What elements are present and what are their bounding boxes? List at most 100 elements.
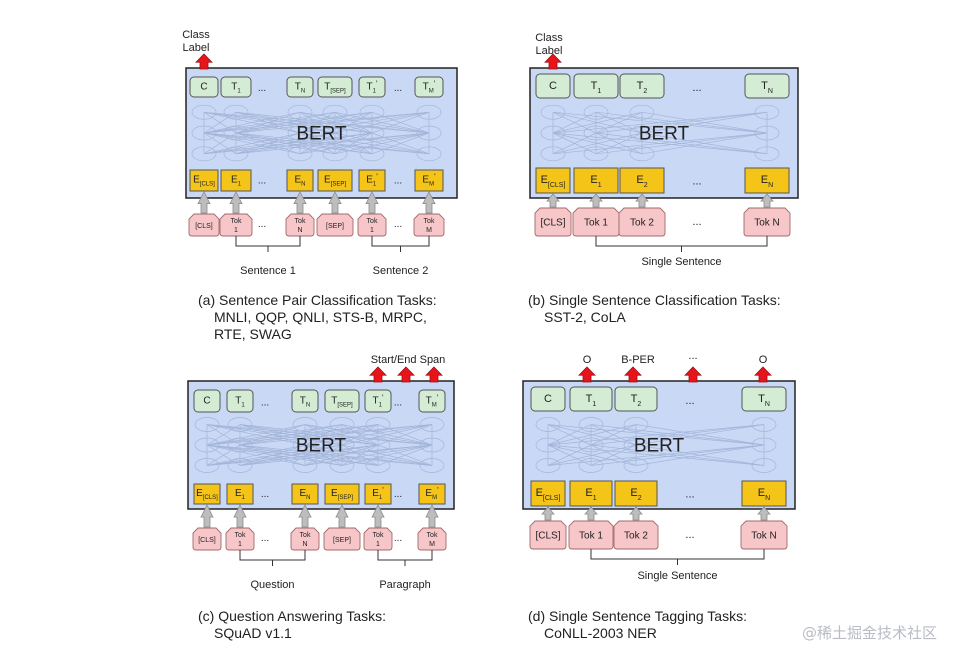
input-token-label: Tok (295, 218, 306, 225)
connection-line (203, 132, 237, 155)
up-arrow-icon (229, 191, 243, 214)
connection-line (552, 132, 597, 155)
hidden-node (223, 104, 249, 120)
embedding-box (364, 483, 392, 505)
input-token-index: 1 (376, 541, 380, 548)
subscript: 1 (379, 403, 383, 409)
top-token-label: T2 (637, 80, 648, 95)
connection-line (547, 444, 765, 466)
up-arrow-icon (635, 193, 649, 208)
up-arrow-icon (760, 193, 774, 208)
embedding-ellipsis: ... (692, 175, 701, 187)
output-label: Start/End Span (371, 354, 446, 366)
hidden-node (365, 417, 391, 432)
input-token-label: [CLS] (198, 537, 216, 544)
hidden-node (322, 146, 348, 162)
subscript: 1 (592, 401, 596, 408)
input-token-box (188, 213, 220, 237)
watermark: @稀土掘金技术社区 (802, 624, 938, 642)
up-arrow-icon (629, 506, 643, 521)
hidden-node (578, 437, 604, 453)
subscript: 1 (597, 88, 601, 95)
connection-line (203, 132, 336, 155)
embedding-box (418, 483, 446, 505)
up-arrow-icon (200, 504, 214, 528)
connection-line (235, 111, 430, 134)
input-token-box (225, 527, 255, 551)
subscript: 2 (644, 182, 648, 189)
connection-line (371, 132, 430, 155)
top-token-label: T1 (591, 80, 602, 95)
input-token-box (618, 207, 666, 237)
top-token-ellipsis: ... (258, 83, 266, 94)
top-token-box (741, 386, 787, 412)
up-arrow-icon (624, 366, 642, 383)
subscript: [CLS] (200, 182, 215, 188)
embedding-box (220, 169, 252, 192)
up-arrow-icon (233, 504, 247, 528)
input-token-box (529, 520, 567, 550)
connection-line (206, 444, 433, 466)
subscript: N (765, 401, 770, 408)
top-token-box (569, 386, 613, 412)
input-ellipsis: ... (394, 219, 402, 230)
top-token-ellipsis: ... (394, 397, 402, 408)
embedding-box (530, 480, 566, 507)
hidden-node (419, 437, 445, 453)
top-token-label: C (200, 81, 207, 92)
segment-label: Sentence 1 (240, 265, 296, 277)
hidden-node (540, 125, 566, 141)
connection-line (334, 111, 373, 134)
input-token-label: Tok 2 (630, 218, 654, 229)
connection-line (304, 444, 379, 466)
input-ellipsis: ... (394, 533, 402, 544)
caption-d: (d) Single Sentence Tagging Tasks: CoNLL… (528, 608, 747, 642)
up-arrow-icon (425, 504, 439, 528)
connection-line (547, 424, 765, 446)
top-token-box (286, 76, 314, 98)
input-token-box (290, 527, 320, 551)
connection-line (341, 424, 433, 446)
connection-line (206, 424, 306, 446)
subscript: M (432, 403, 437, 409)
segment-bracket (235, 236, 301, 247)
connection-line (377, 424, 433, 446)
connection-line (590, 444, 765, 466)
input-token-label: [SEP] (326, 223, 344, 230)
top-token-ellipsis: ... (692, 82, 701, 94)
embedding-box (744, 167, 790, 194)
up-arrow-icon (422, 191, 436, 214)
connection-line (203, 111, 430, 134)
bert-label: BERT (639, 124, 690, 145)
embedding-ellipsis: ... (258, 176, 266, 187)
hidden-node (329, 458, 355, 473)
connection-line (299, 111, 373, 134)
caption-line: (a) Sentence Pair Classification Tasks: (198, 292, 437, 308)
segment-label: Sentence 2 (373, 265, 429, 277)
top-token-label: T1' (373, 394, 384, 409)
connection-line (235, 132, 373, 155)
prime-mark: ' (382, 486, 384, 495)
prime-mark: ' (376, 79, 378, 88)
top-token-box (619, 73, 665, 99)
subscript: [CLS] (548, 182, 566, 189)
output-label: Class (535, 32, 563, 44)
embedding-ellipsis: ... (261, 489, 269, 500)
subscript: N (768, 88, 773, 95)
subscript: M (432, 495, 437, 501)
connection-line (203, 111, 373, 134)
subscript: [CLS] (203, 495, 218, 501)
top-token-label: T2 (631, 393, 642, 408)
prime-mark: ' (437, 394, 439, 403)
embedding-box (358, 169, 386, 192)
embedding-box (193, 483, 221, 505)
connection-line (206, 424, 379, 446)
embedding-label: E2 (630, 487, 641, 502)
prime-mark: ' (434, 173, 436, 182)
hidden-node (623, 417, 649, 432)
connection-line (299, 132, 373, 155)
input-ellipsis: ... (261, 533, 269, 544)
output-label: O (759, 354, 768, 366)
top-token-box (291, 389, 319, 413)
top-token-box (226, 389, 254, 413)
